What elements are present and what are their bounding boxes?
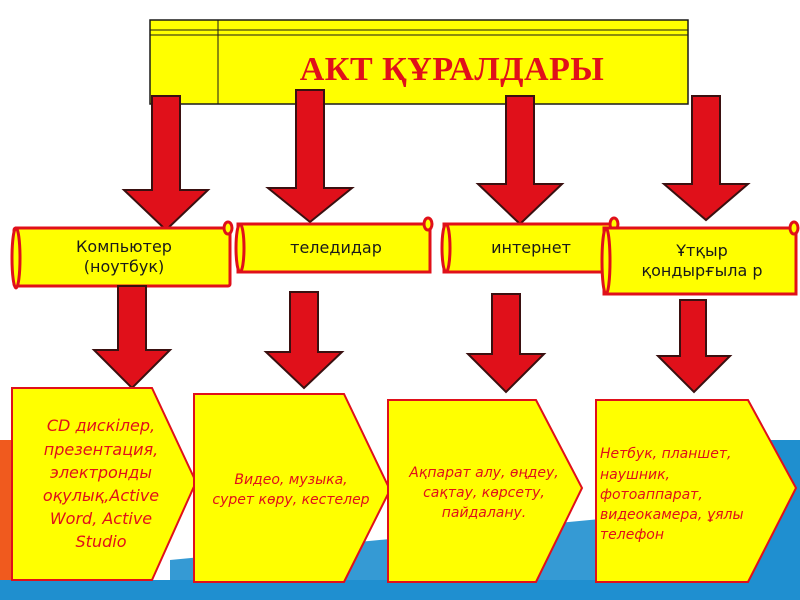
label-line: Ұтқыр [676, 241, 728, 260]
title-box [149, 19, 689, 105]
bottom-arrows [91, 285, 733, 394]
arrow-down-icon [121, 95, 211, 232]
category-label-internet: интернет [452, 226, 610, 270]
detail-box [193, 393, 392, 583]
detail-box [11, 387, 198, 581]
arrow-down-icon [91, 285, 173, 390]
detail-text-internet: Ақпарат алу, өңдеу, сақтау, көрсету, пай… [392, 438, 576, 548]
detail-text-tv: Видео, музыка, сурет көру, кестелер [198, 440, 384, 540]
top-arrows [121, 89, 751, 232]
category-scroll [234, 216, 434, 274]
detail-line: пайдалану. [441, 505, 527, 522]
label-line: теледидар [290, 238, 382, 257]
detail-line: презентация, [43, 439, 159, 459]
label-line: Компьютер [76, 237, 172, 256]
label-line: (ноутбук) [83, 257, 165, 276]
detail-line: наушник, [600, 466, 670, 483]
detail-line: телефон [600, 527, 665, 544]
detail-text-computer: CD дискілер, презентация, электронды оқу… [18, 398, 184, 570]
arrow-down-icon [655, 299, 733, 394]
arrow-down-icon [465, 293, 547, 394]
category-scroll [600, 220, 800, 296]
detail-line: Studio [75, 532, 127, 552]
arrow-down-icon [263, 291, 345, 390]
label-line: интернет [491, 238, 571, 257]
detail-box [387, 399, 584, 583]
label-line: қондырғыла р [641, 261, 763, 280]
category-label-mobile-devices: Ұтқыр қондырғыла р [612, 230, 792, 292]
detail-line: сақтау, көрсету, [423, 484, 545, 501]
detail-line: сурет көру, кестелер [212, 492, 370, 508]
detail-line: CD дискілер, [46, 416, 156, 436]
detail-line: Ақпарат алу, өңдеу, [409, 464, 559, 481]
arrow-down-icon [475, 95, 565, 226]
arrow-down-icon [661, 95, 751, 222]
detail-line: Нетбук, планшет, [600, 446, 732, 463]
detail-line: Видео, музыка, [234, 471, 348, 488]
detail-text-mobile-devices: Нетбук, планшет, наушник, фотоаппарат, в… [600, 430, 788, 560]
arrow-down-icon [265, 89, 355, 224]
detail-line: оқулық,Active [42, 486, 160, 505]
category-label-tv: теледидар [248, 226, 424, 270]
detail-box [595, 399, 798, 583]
category-scroll [440, 216, 620, 274]
diagram-title: АКТ ҚҰРАЛДАРЫ [299, 51, 605, 88]
category-label-computer: Компьютер (ноутбук) [24, 230, 224, 284]
detail-line: электронды [50, 462, 152, 482]
detail-line: Word, Active [49, 509, 153, 529]
detail-line: фотоаппарат, [600, 486, 703, 503]
detail-line: видеокамера, ұялы [600, 507, 744, 524]
